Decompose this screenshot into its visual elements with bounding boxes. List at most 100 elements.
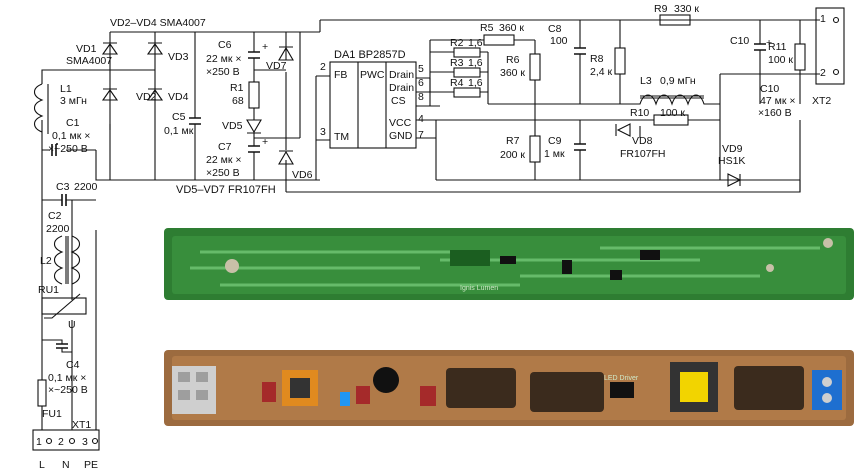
vd6-label: VD6 bbox=[292, 169, 313, 181]
c7-label: C7 bbox=[218, 141, 232, 153]
da1-title: DA1 BP2857D bbox=[334, 49, 406, 61]
vd8-diode bbox=[615, 123, 631, 137]
vd3-label: VD3 bbox=[168, 51, 189, 63]
c10-capacitor bbox=[754, 43, 766, 51]
r9-value: 330 к bbox=[674, 3, 699, 15]
r11-resistor bbox=[794, 43, 806, 71]
xt1-label-l: L bbox=[39, 459, 45, 471]
r10-value: 100 к bbox=[660, 107, 685, 119]
xt1-pin3: 3 bbox=[82, 436, 88, 448]
l1-label: L1 bbox=[60, 83, 72, 95]
c10-value-2: ×160 В bbox=[758, 107, 792, 119]
xt1-terminal-3 bbox=[91, 437, 99, 445]
vd2-diode bbox=[101, 88, 119, 101]
vd7-diode bbox=[278, 46, 294, 61]
r10-resistor bbox=[653, 114, 689, 126]
da1-num-5: 5 bbox=[418, 63, 424, 75]
l2-inductor bbox=[70, 235, 81, 285]
c4-value-2: ×~250 В bbox=[48, 384, 88, 396]
da1-num-6: 6 bbox=[418, 77, 424, 89]
da1-num-3: 3 bbox=[320, 126, 326, 138]
r7-resistor bbox=[529, 135, 541, 163]
da1-pin-vcc: VCC bbox=[389, 117, 412, 129]
xt2-pin1: 1 bbox=[820, 13, 826, 25]
r3-resistor bbox=[453, 67, 481, 78]
r7-label: R7 bbox=[506, 135, 520, 147]
xt1-connector bbox=[32, 429, 100, 451]
c2-label: C2 bbox=[48, 210, 62, 222]
r8-resistor bbox=[614, 47, 626, 75]
xt1-pin2: 2 bbox=[58, 436, 64, 448]
c5-capacitor bbox=[189, 117, 201, 125]
c9-value: 1 мк bbox=[544, 148, 565, 160]
r2-label: R2 bbox=[450, 37, 464, 49]
r8-label: R8 bbox=[590, 53, 604, 65]
xt2-label: XT2 bbox=[812, 95, 831, 107]
c7-capacitor bbox=[248, 145, 260, 153]
l3-value: 0,9 мГн bbox=[660, 75, 696, 87]
r9-resistor bbox=[659, 14, 691, 26]
r1-value: 68 bbox=[232, 95, 244, 107]
c1-value-2: ×~250 В bbox=[48, 143, 88, 155]
c8-capacitor bbox=[574, 47, 586, 55]
xt2-pin2: 2 bbox=[820, 67, 826, 79]
r5-label: R5 bbox=[480, 22, 494, 34]
da1-num-7: 7 bbox=[418, 129, 424, 141]
vd9-diode bbox=[727, 173, 742, 187]
c5-label: C5 bbox=[172, 111, 186, 123]
c1-label: C1 bbox=[66, 117, 80, 129]
xt1-terminal-1 bbox=[45, 437, 53, 445]
l3-label: L3 bbox=[640, 75, 652, 87]
c7-value-1: 22 мк × bbox=[206, 154, 241, 166]
r2-resistor bbox=[453, 47, 481, 58]
c9-label: C9 bbox=[548, 135, 562, 147]
ru1-label: RU1 bbox=[38, 284, 59, 296]
c10-value-1: 47 мк × bbox=[760, 95, 795, 107]
c7-value-2: ×250 В bbox=[206, 167, 240, 179]
r4-value: 1,6 bbox=[468, 77, 483, 89]
r3-label: R3 bbox=[450, 57, 464, 69]
r11-label: R11 bbox=[768, 41, 787, 53]
c4-value-1: 0,1 мк × bbox=[48, 372, 86, 384]
c10-short-label: C10 bbox=[730, 35, 749, 47]
vd1-part: SMA4007 bbox=[66, 55, 112, 67]
svg-text:+: + bbox=[262, 136, 268, 148]
vd4-diode bbox=[146, 88, 164, 101]
r5-resistor bbox=[483, 34, 515, 46]
xt2-terminal-2 bbox=[832, 68, 840, 76]
fu1-fuse bbox=[37, 379, 47, 407]
c4-capacitor bbox=[56, 343, 68, 349]
fu1-label: FU1 bbox=[42, 408, 62, 420]
c5-value: 0,1 мк bbox=[164, 125, 194, 137]
xt1-terminal-2 bbox=[68, 437, 76, 445]
da1-pin-cs: CS bbox=[391, 95, 406, 107]
bottom-board-marking: LED Driver bbox=[604, 375, 639, 382]
ru1-varistor bbox=[41, 297, 87, 315]
xt1-label-pe: PE bbox=[84, 459, 98, 471]
c6-value-1: 22 мк × bbox=[206, 53, 241, 65]
vd1-diode bbox=[101, 42, 119, 55]
da1-chip bbox=[329, 61, 417, 149]
r6-value: 360 к bbox=[500, 67, 525, 79]
c6-capacitor bbox=[248, 51, 260, 59]
vd8-part: FR107FH bbox=[620, 148, 666, 160]
c4-label: C4 bbox=[66, 359, 80, 371]
c6-value-2: ×250 В bbox=[206, 66, 240, 78]
r11-value: 100 к bbox=[768, 54, 793, 66]
c3-label: C3 bbox=[56, 181, 70, 193]
da1-pin-fb: FB bbox=[334, 69, 347, 81]
da1-num-4: 4 bbox=[418, 113, 424, 125]
r10-label: R10 bbox=[630, 107, 649, 119]
da1-pin-drain-1: Drain bbox=[389, 69, 414, 81]
r9-label: R9 bbox=[654, 3, 668, 15]
vd8-label: VD8 bbox=[632, 135, 653, 147]
c8-value: 100 bbox=[550, 35, 568, 47]
vd5-diode bbox=[246, 119, 262, 134]
bridge-title: VD2–VD4 SMA4007 bbox=[110, 17, 206, 29]
xt1-label: XT1 bbox=[72, 419, 91, 431]
pcb-bottom-photo: LED Driver bbox=[164, 350, 854, 426]
svg-text:+: + bbox=[262, 41, 268, 53]
xt2-terminal-1 bbox=[832, 16, 840, 24]
